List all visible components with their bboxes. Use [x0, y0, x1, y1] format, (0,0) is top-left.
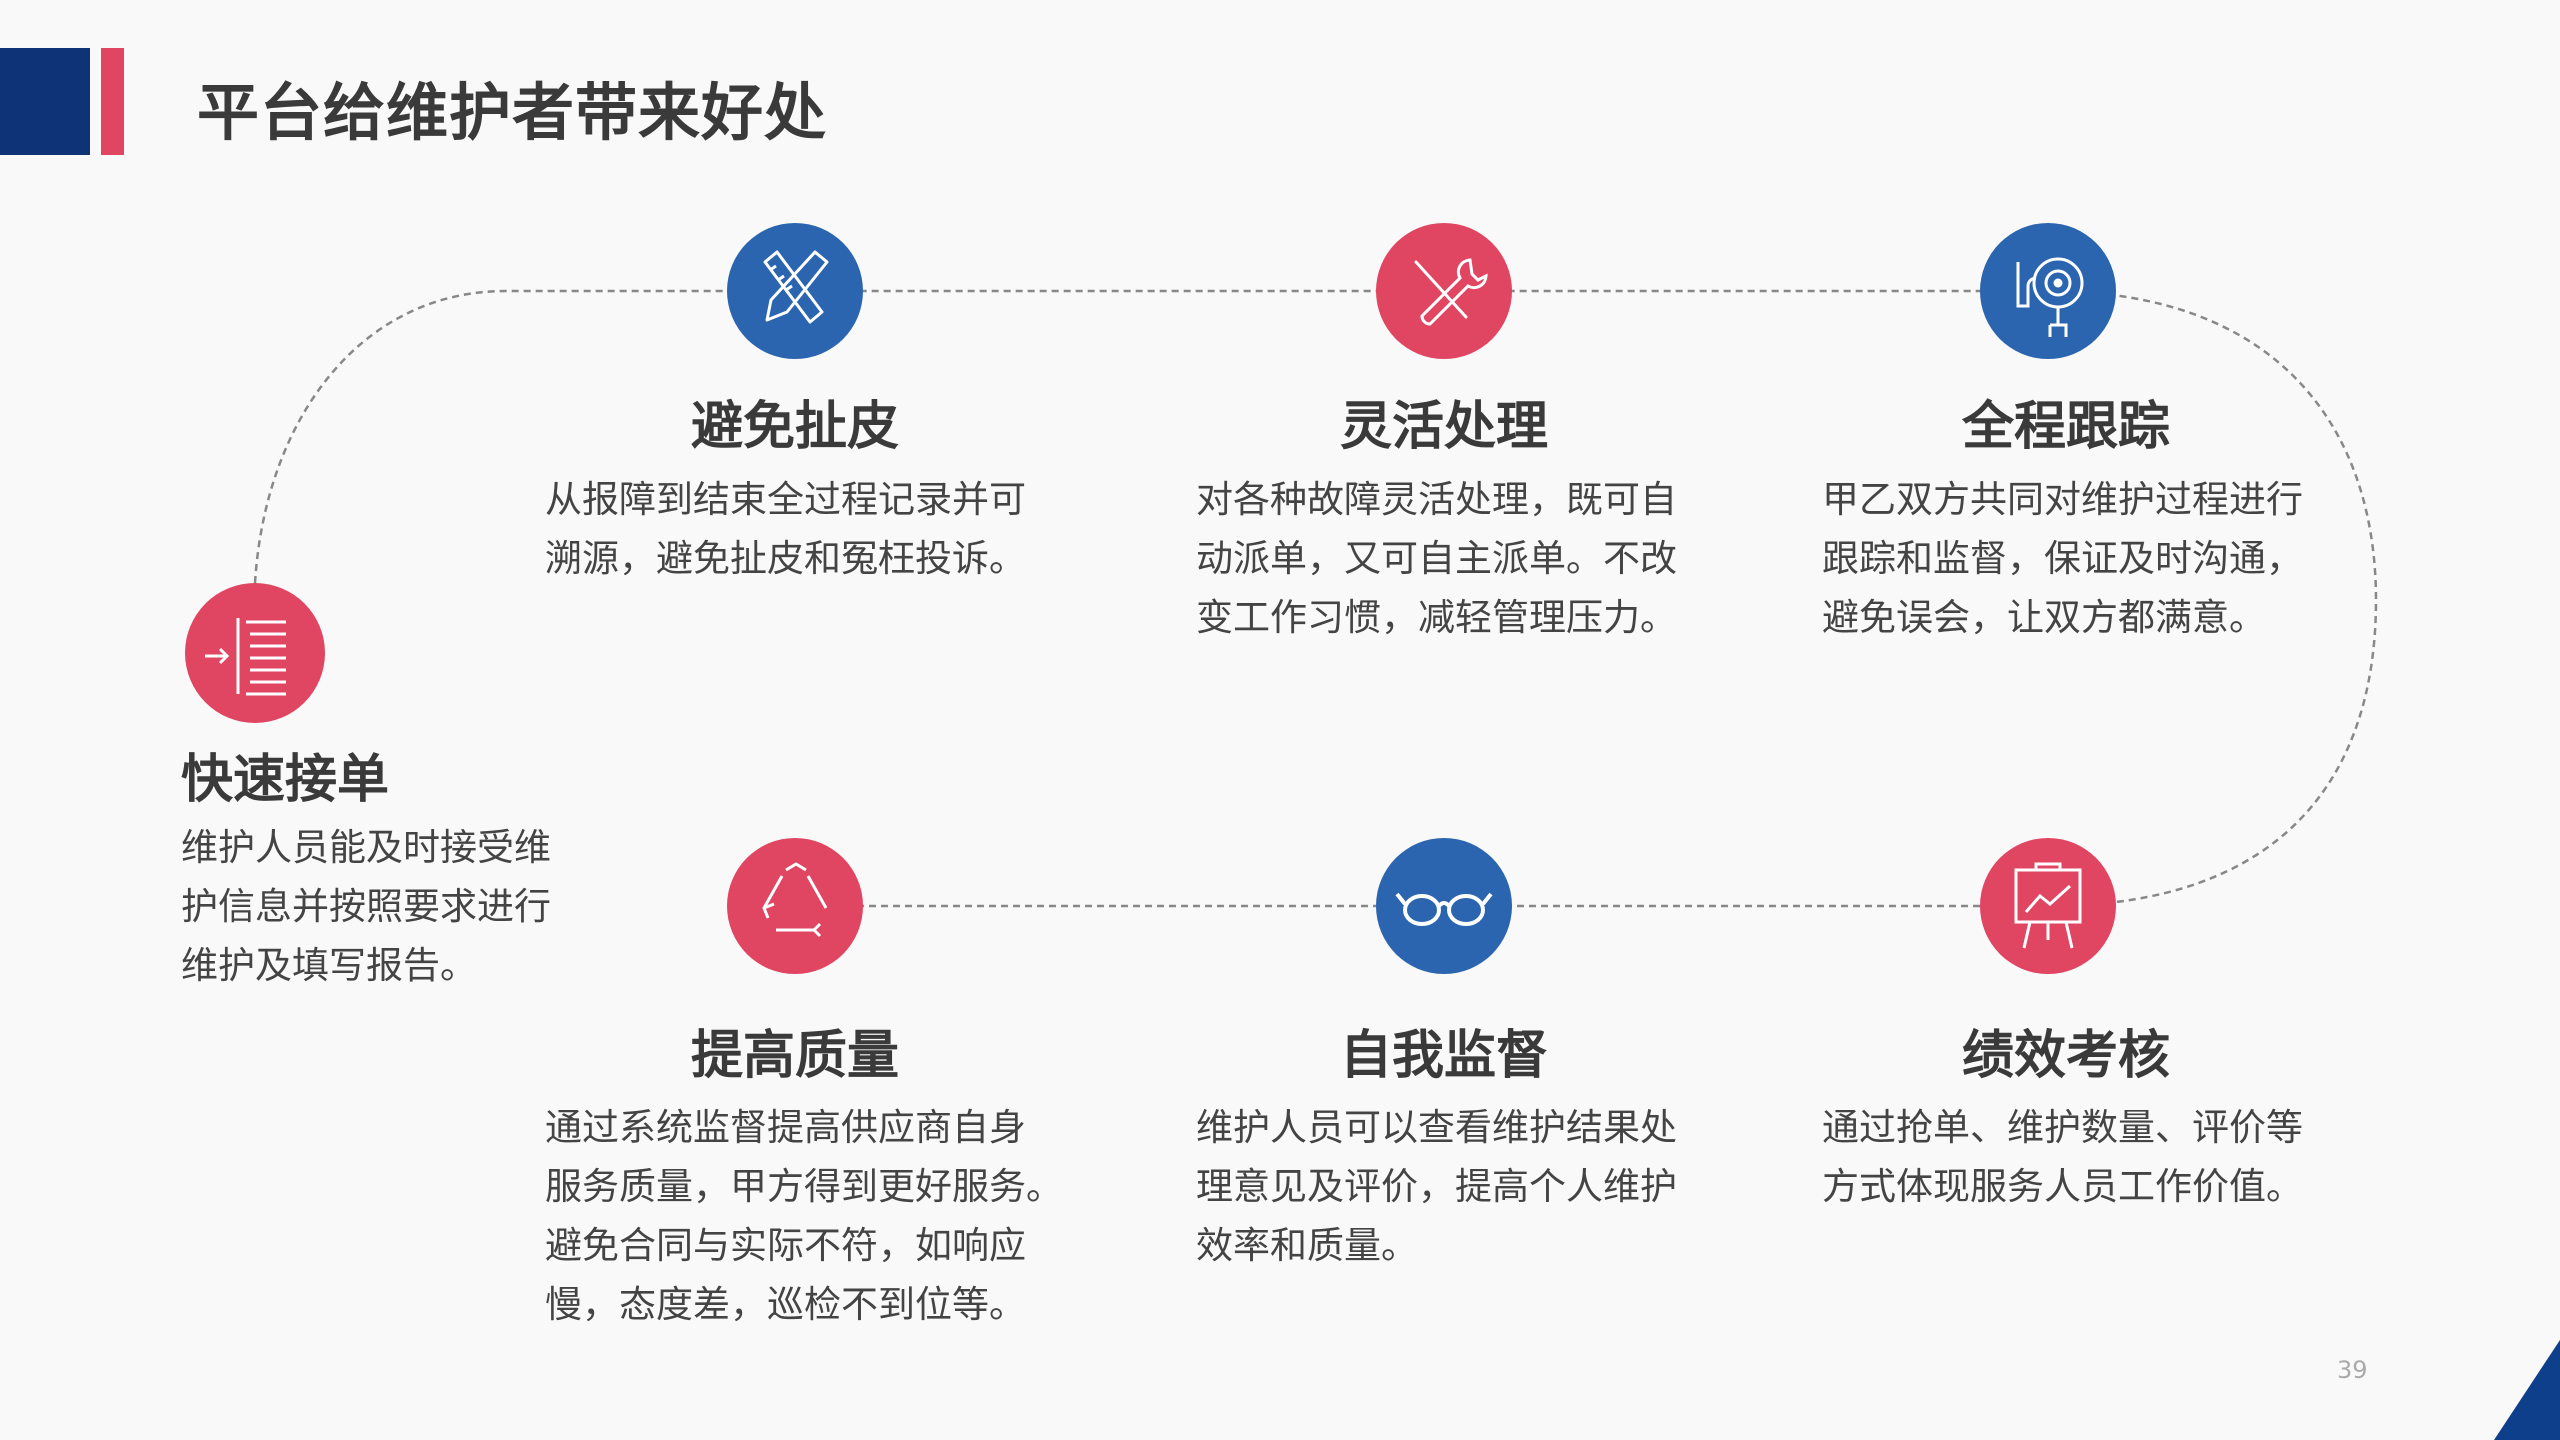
title-accent-red — [101, 48, 124, 155]
target-tracking-icon — [2016, 257, 2084, 337]
desc-fast-order: 维护人员能及时接受维 护信息并按照要求进行 维护及填写报告。 — [181, 818, 551, 995]
desc-line: 变工作习惯，减轻管理压力。 — [1196, 596, 1677, 639]
desc-flexible-handling: 对各种故障灵活处理，既可自 动派单，又可自主派单。不改 变工作习惯，减轻管理压力… — [1196, 470, 1677, 647]
desc-line: 对各种故障灵活处理，既可自 — [1196, 478, 1677, 521]
pencil-ruler-icon — [763, 250, 829, 324]
heading-performance-assessment: 绩效考核 — [1961, 1026, 2171, 1086]
desc-line: 避免合同与实际不符，如响应 — [545, 1224, 1026, 1267]
desc-line: 动派单，又可自主派单。不改 — [1196, 537, 1677, 580]
page-number: 39 — [2337, 1356, 2368, 1384]
desc-line: 维护人员可以查看维护结果处 — [1196, 1106, 1677, 1149]
circle-fast-order — [185, 583, 325, 723]
chart-board-icon — [2014, 862, 2082, 949]
desc-line: 通过系统监督提高供应商自身 — [545, 1106, 1026, 1149]
circle-self-supervision — [1376, 838, 1512, 974]
desc-performance-assessment: 通过抢单、维护数量、评价等 方式体现服务人员工作价值。 — [1822, 1098, 2303, 1216]
desc-line: 护信息并按照要求进行 — [181, 885, 551, 928]
desc-line: 跟踪和监督，保证及时沟通， — [1822, 537, 2303, 580]
heading-improve-quality: 提高质量 — [690, 1026, 900, 1086]
heading-avoid-disputes: 避免扯皮 — [690, 397, 900, 457]
page-title: 平台给维护者带来好处 — [197, 76, 828, 149]
desc-self-supervision: 维护人员可以查看维护结果处 理意见及评价，提高个人维护 效率和质量。 — [1196, 1098, 1677, 1275]
circle-avoid-disputes — [727, 223, 863, 359]
desc-line: 慢，态度差，巡检不到位等。 — [545, 1283, 1026, 1326]
heading-fast-order: 快速接单 — [181, 750, 390, 810]
title-accent-blue — [0, 48, 90, 155]
desc-line: 甲乙双方共同对维护过程进行 — [1822, 478, 2303, 521]
circle-flexible-handling — [1376, 223, 1512, 359]
desc-improve-quality: 通过系统监督提高供应商自身 服务质量，甲方得到更好服务。 避免合同与实际不符，如… — [545, 1098, 1063, 1334]
desc-line: 维护及填写报告。 — [181, 944, 477, 987]
desc-line: 溯源，避免扯皮和冤枉投诉。 — [545, 537, 1026, 580]
desc-line: 效率和质量。 — [1196, 1224, 1418, 1267]
dashed-path — [253, 289, 2378, 908]
desc-line: 通过抢单、维护数量、评价等 — [1822, 1106, 2303, 1149]
circle-performance-assessment — [1980, 838, 2116, 974]
heading-self-supervision: 自我监督 — [1339, 1026, 1549, 1086]
wrench-screwdriver-icon — [1414, 258, 1488, 326]
heading-flexible-handling: 灵活处理 — [1339, 397, 1549, 457]
desc-full-tracking: 甲乙双方共同对维护过程进行 跟踪和监督，保证及时沟通， 避免误会，让双方都满意。 — [1822, 470, 2303, 647]
receive-list-icon — [205, 618, 286, 696]
desc-line: 服务质量，甲方得到更好服务。 — [545, 1165, 1063, 1208]
desc-line: 维护人员能及时接受维 — [181, 826, 551, 869]
circle-improve-quality — [727, 838, 863, 974]
glasses-icon — [1395, 892, 1493, 926]
corner-decoration — [2494, 1340, 2560, 1440]
desc-avoid-disputes: 从报障到结束全过程记录并可 溯源，避免扯皮和冤枉投诉。 — [545, 470, 1026, 588]
desc-line: 避免误会，让双方都满意。 — [1822, 596, 2266, 639]
desc-line: 从报障到结束全过程记录并可 — [545, 478, 1026, 521]
desc-line: 理意见及评价，提高个人维护 — [1196, 1165, 1677, 1208]
circle-full-tracking — [1980, 223, 2116, 359]
recycle-icon — [762, 862, 828, 938]
heading-full-tracking: 全程跟踪 — [1961, 397, 2171, 457]
desc-line: 方式体现服务人员工作价值。 — [1822, 1165, 2303, 1208]
